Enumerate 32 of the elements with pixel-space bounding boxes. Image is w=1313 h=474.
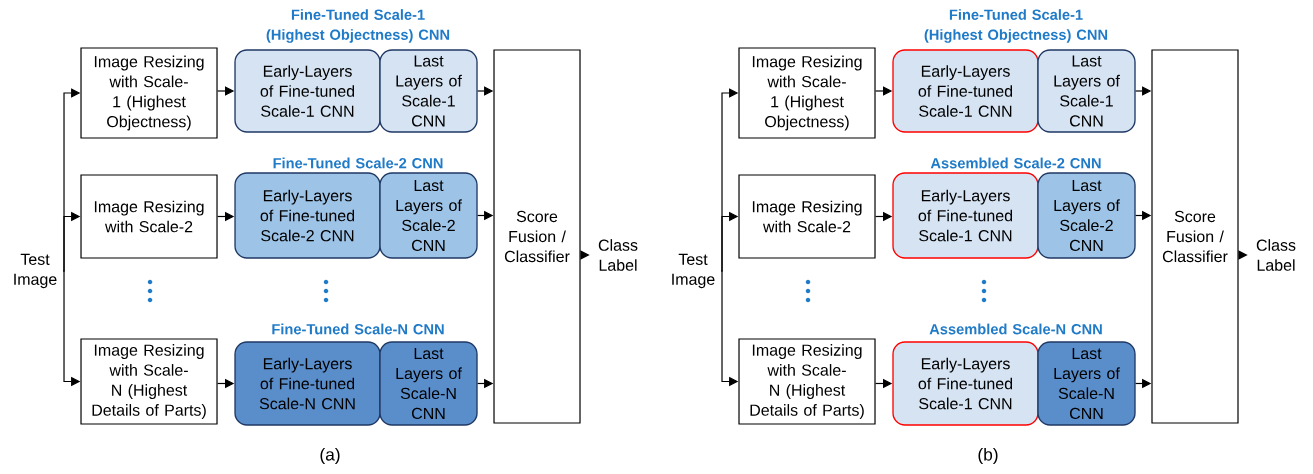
classifier-box: Score Fusion / Classifier (493, 49, 581, 424)
group-heading: Fine-Tuned Scale-N CNN (272, 323, 444, 335)
process-box: Image Resizing with Scale-2 (738, 174, 876, 259)
panel-caption: (b) (978, 447, 998, 465)
process-box: Image Resizing with Scale-N (Highest Details of Parts) (738, 338, 876, 425)
layer-box: Last Layers of Scale-2 CNN (1037, 172, 1136, 259)
layer-box: Last Layers of Scale-1 CNN (1037, 49, 1136, 133)
layer-box: Early-Layers of Fine-tuned Scale-2 CNN (234, 172, 381, 259)
layer-box: Early-Layers of Fine-tuned Scale-1 CNN (234, 49, 381, 133)
layer-box: Early-Layers of Fine-tuned Scale-1 CNN (892, 172, 1039, 259)
layer-box: Last Layers of Scale-2 CNN (379, 172, 478, 259)
layer-box: Early-Layers of Fine-tuned Scale-1 CNN (892, 341, 1039, 426)
text-label: Class Label (1256, 239, 1296, 271)
process-box: Image Resizing with Scale-1 (Highest Objectness) (80, 47, 218, 139)
group-heading: Fine-Tuned Scale-1 (Highest Objectness) CNN (924, 9, 1108, 43)
text-label: Class Label (598, 239, 638, 271)
layer-box: Last Layers of Scale-1 CNN (379, 49, 478, 133)
layer-box: Last Layers of Scale-N CNN (1037, 341, 1136, 426)
layer-box: Early-Layers of Fine-tuned Scale-N CNN (234, 341, 381, 426)
layer-box: Last Layers of Scale-N CNN (379, 341, 478, 426)
text-label: Test Image (14, 253, 57, 289)
layer-box: Early-Layers of Fine-tuned Scale-1 CNN (892, 49, 1039, 133)
process-box: Image Resizing with Scale-2 (80, 174, 218, 259)
group-heading: Fine-Tuned Scale-1 (Highest Objectness) CNN (266, 9, 450, 43)
panel-caption: (a) (320, 447, 340, 465)
text-label: Test Image (672, 253, 715, 289)
process-box: Image Resizing with Scale-N (Highest Details of Parts) (80, 338, 218, 425)
group-heading: Fine-Tuned Scale-2 CNN (273, 157, 443, 169)
group-heading: Assembled Scale-2 CNN (930, 157, 1101, 169)
group-heading: Assembled Scale-N CNN (929, 323, 1102, 335)
classifier-box: Score Fusion / Classifier (1151, 49, 1239, 424)
process-box: Image Resizing with Scale-1 (Highest Objectness) (738, 47, 876, 139)
